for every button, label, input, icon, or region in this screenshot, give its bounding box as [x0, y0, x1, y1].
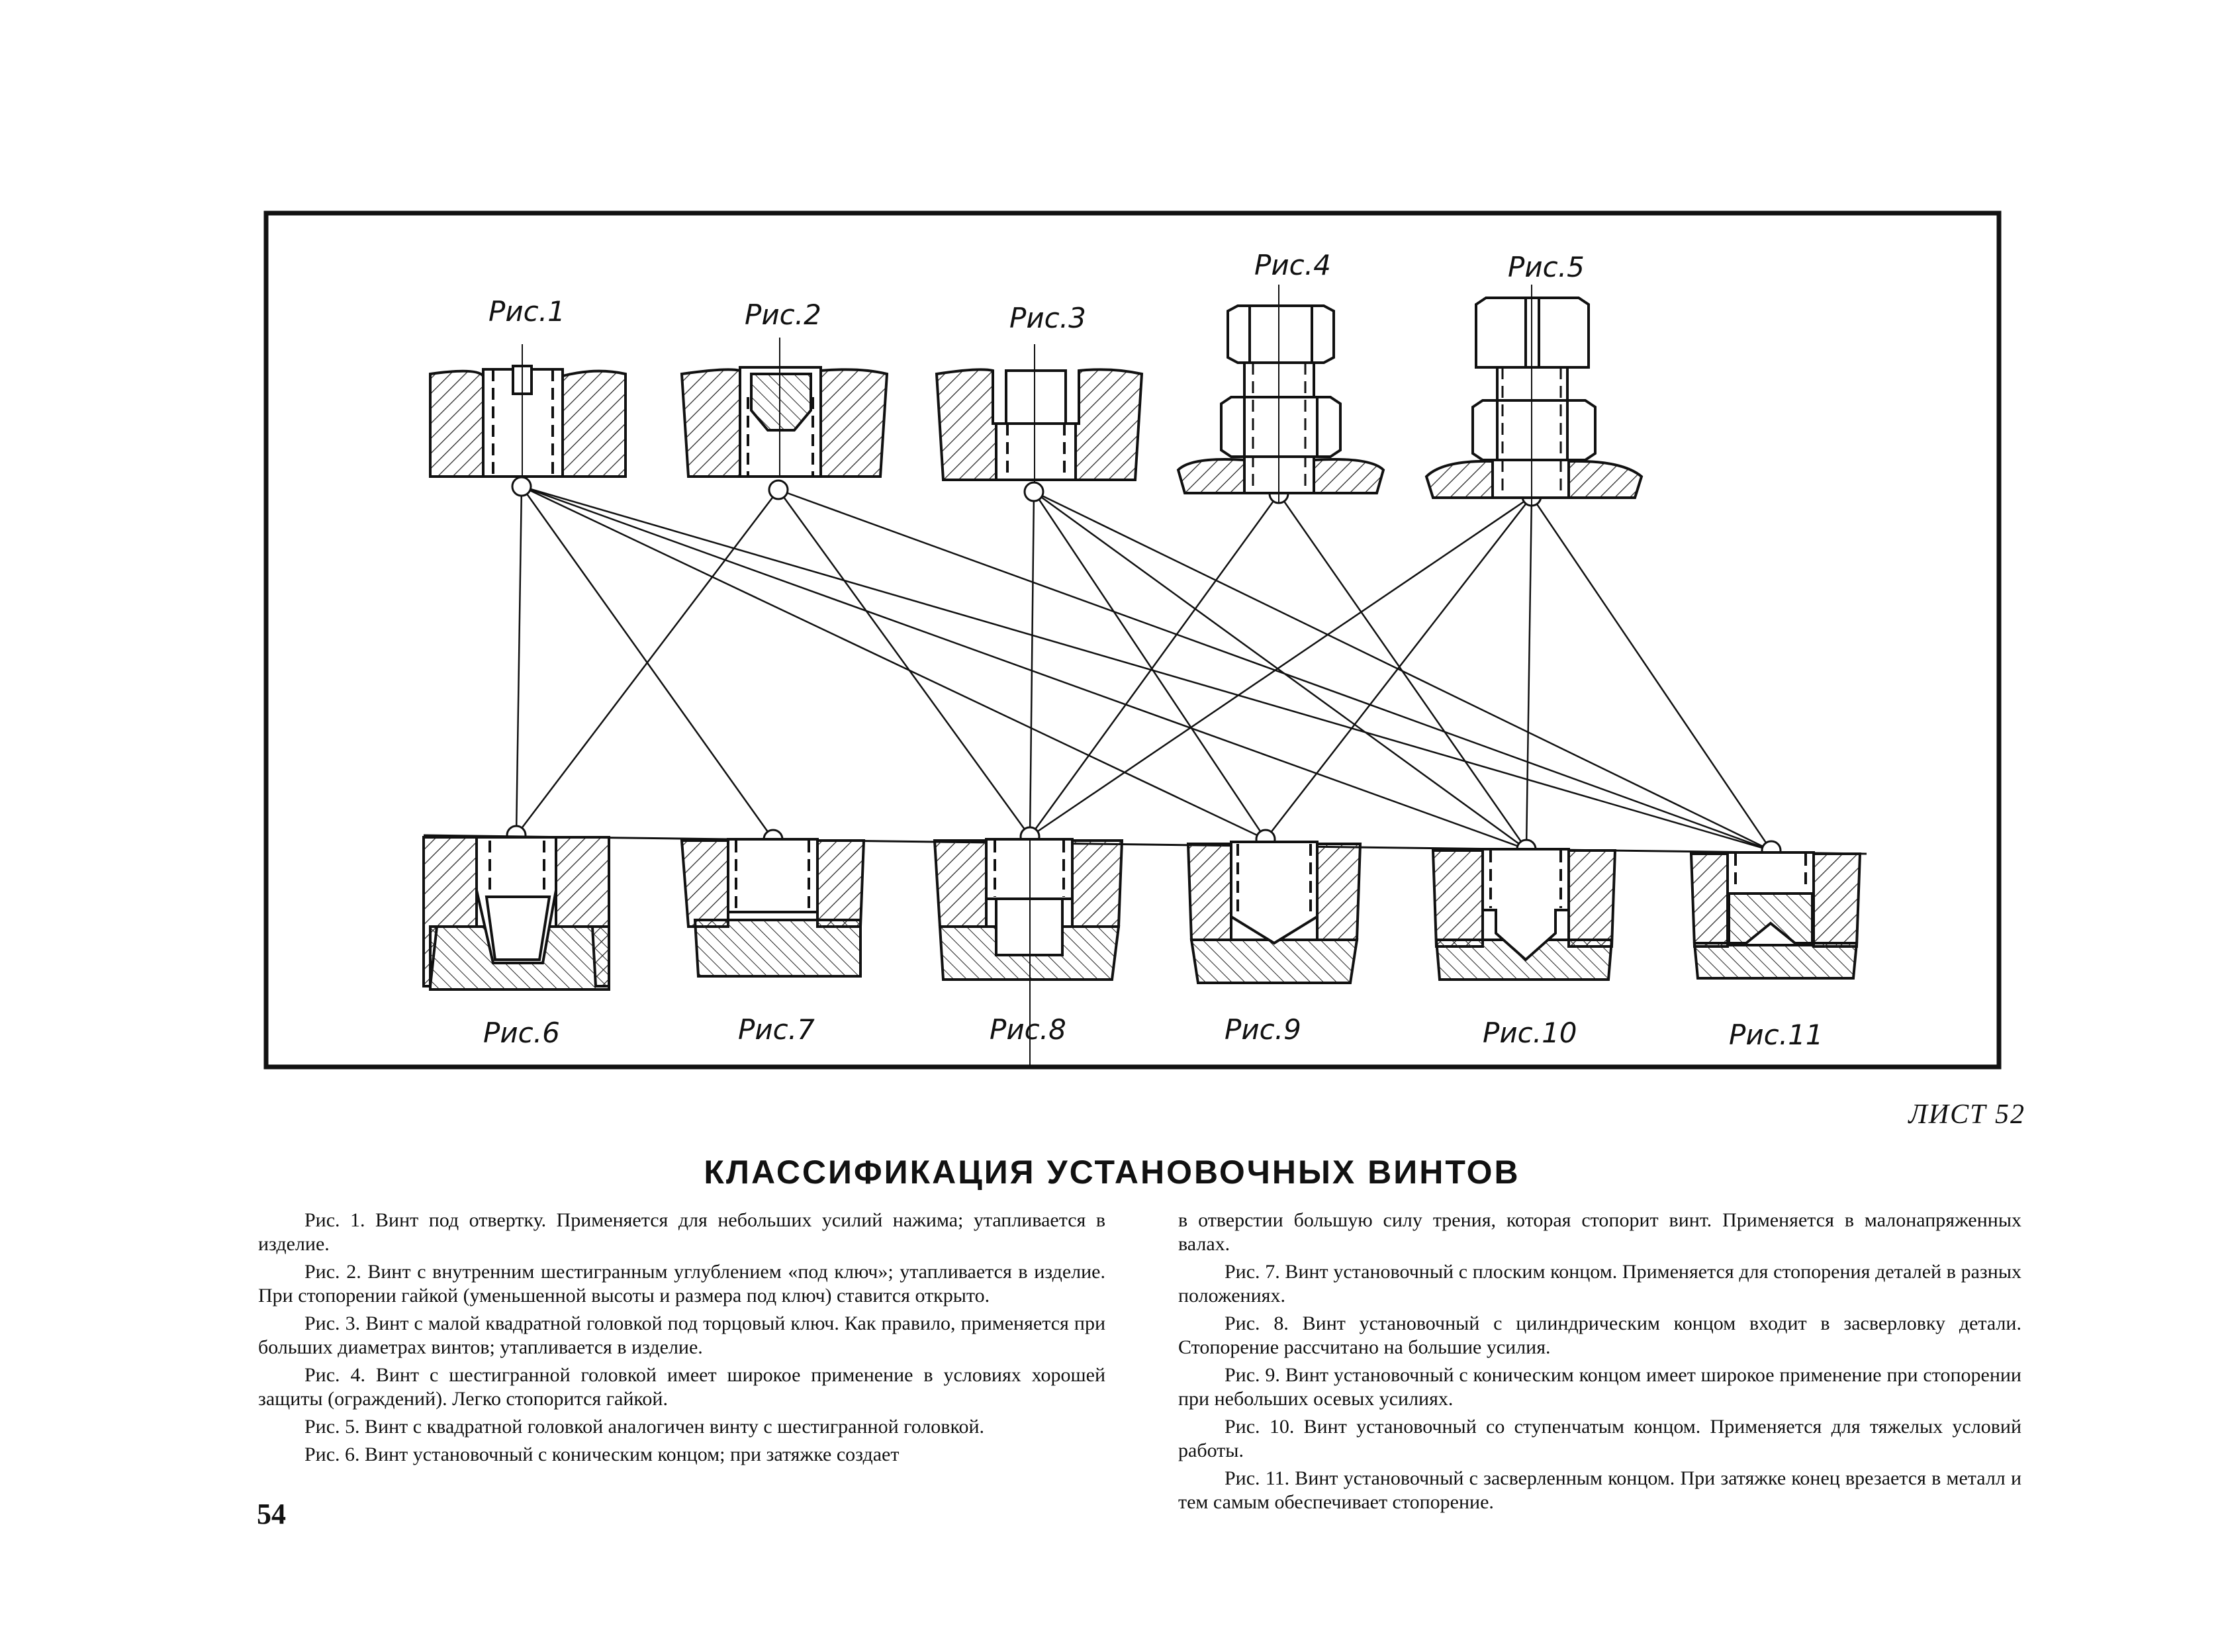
sheet-number: ЛИСТ 52	[1908, 1099, 2025, 1130]
fig8-label: Рис.8	[990, 1013, 1066, 1046]
fig7-label: Рис.7	[738, 1013, 815, 1046]
paragraph: в отверстии большую силу трения, которая…	[1178, 1209, 2021, 1255]
fig6-drawing	[422, 836, 610, 991]
page-title: КЛАССИФИКАЦИЯ УСТАНОВОЧНЫХ ВИНТОВ	[704, 1154, 1520, 1191]
connection-lines	[515, 485, 1773, 852]
bottom-surface-line	[423, 834, 1867, 855]
paragraph: Рис. 8. Винт установочный с цилиндрическ…	[1178, 1312, 2021, 1358]
fig3-label: Рис.3	[1009, 302, 1086, 334]
description-right-column: в отверстии большую силу трения, которая…	[1178, 1209, 2021, 1518]
paragraph: Рис. 10. Винт установочный со ступенчаты…	[1178, 1416, 2021, 1461]
fig11-label: Рис.11	[1729, 1019, 1824, 1051]
fig9-drawing	[1186, 841, 1362, 984]
fig5-label: Рис.5	[1508, 251, 1585, 283]
fig10-drawing	[1431, 848, 1617, 981]
paragraph: Рис. 11. Винт установочный с засверленны…	[1178, 1467, 2021, 1513]
fig5-drawing	[1424, 285, 1644, 506]
fig4-label: Рис.4	[1254, 249, 1331, 281]
fig3-drawing	[935, 344, 1144, 483]
paragraph: Рис. 5. Винт с квадратной головкой анало…	[304, 1416, 985, 1438]
fig1-drawing	[429, 344, 627, 478]
screw-classification-diagram: Рис.1 Рис.2 Рис.3 Рис.4 Рис.5 Рис.6 Рис.…	[263, 210, 2002, 1070]
fig6-label: Рис.6	[483, 1017, 560, 1049]
fig1-label: Рис.1	[488, 295, 565, 328]
paragraph: Рис. 4. Винт с шестигранной головкой име…	[258, 1364, 1105, 1410]
paragraph: Рис. 1. Винт под отвертку. Применяется д…	[258, 1209, 1105, 1255]
fig11-drawing	[1689, 851, 1862, 980]
paragraph: Рис. 6. Винт установочный с коническим к…	[304, 1444, 900, 1465]
paragraph: Рис. 9. Винт установочный с коническим к…	[1178, 1364, 2021, 1410]
fig8-drawing	[933, 838, 1124, 1066]
paragraph: Рис. 2. Винт с внутренним шестигранным у…	[258, 1261, 1105, 1307]
fig4-drawing	[1176, 285, 1385, 503]
fig7-drawing	[680, 838, 866, 978]
paragraph: Рис. 7. Винт установочный с плоским конц…	[1178, 1261, 2021, 1307]
fig9-label: Рис.9	[1225, 1013, 1301, 1046]
paragraph: Рис. 3. Винт с малой квадратной головкой…	[258, 1312, 1105, 1358]
description-left-column: Рис. 1. Винт под отвертку. Применяется д…	[258, 1209, 1105, 1471]
page-number: 54	[257, 1498, 286, 1530]
fig10-label: Рис.10	[1483, 1017, 1577, 1049]
fig2-label: Рис.2	[745, 298, 821, 331]
diagram-frame	[263, 210, 2002, 1070]
fig2-drawing	[680, 338, 889, 478]
